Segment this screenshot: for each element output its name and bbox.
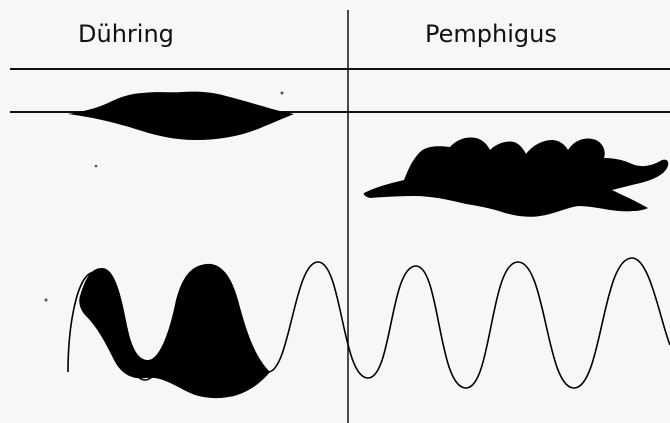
header-pemphigus: Pemphigus (425, 20, 557, 48)
pemphigus-blister (364, 137, 668, 216)
duhring-papillary-cleft (79, 264, 270, 398)
print-speck (45, 299, 48, 302)
header-duhring: Dühring (78, 20, 174, 48)
print-speck (95, 165, 98, 168)
duhring-blister (68, 92, 294, 140)
print-speck (281, 92, 284, 95)
